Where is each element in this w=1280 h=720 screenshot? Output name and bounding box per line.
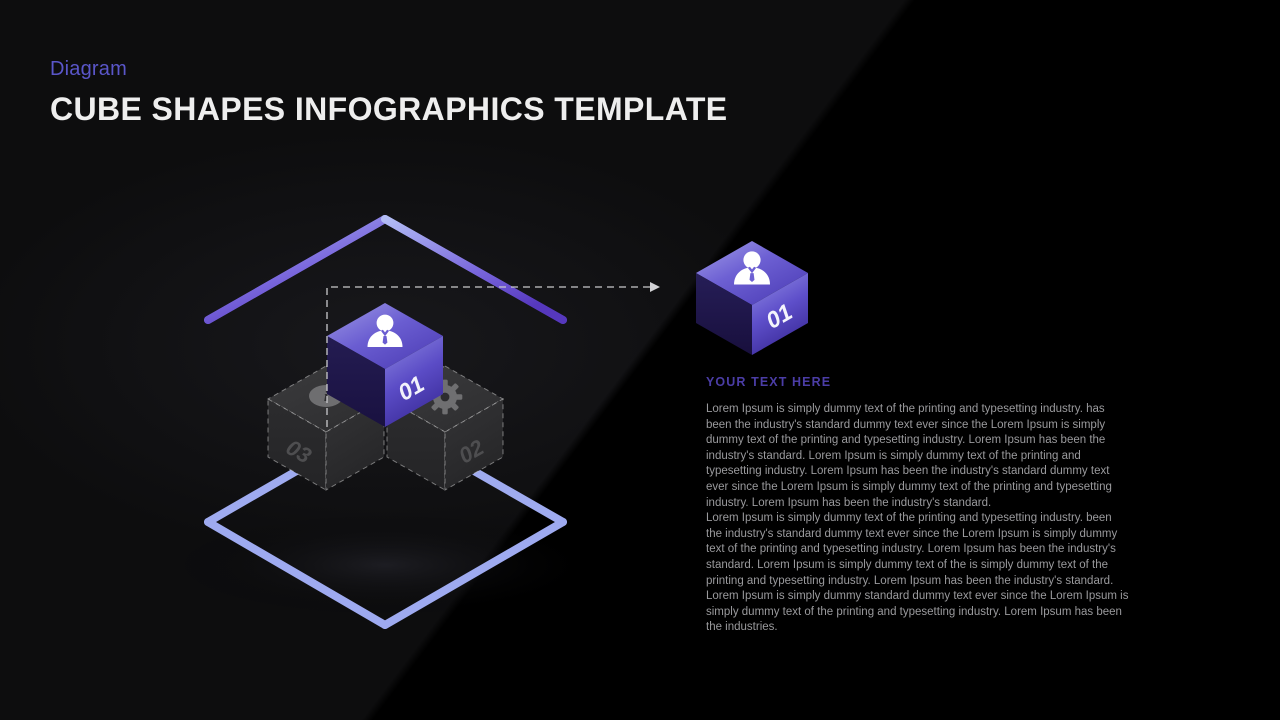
businessman-icon — [367, 314, 403, 347]
connector-arrowhead — [650, 282, 660, 292]
wireframe-outer-hexagon — [204, 215, 567, 629]
cube-02-left-face — [386, 398, 446, 491]
cube-01[interactable]: 01 — [327, 303, 443, 427]
cube-01-left-face — [327, 336, 385, 427]
panel-paragraph-1: Lorem Ipsum is simply dummy text of the … — [706, 403, 1112, 509]
panel-body: Lorem Ipsum is simply dummy text of the … — [706, 402, 1130, 636]
panel-paragraph-2: Lorem Ipsum is simply dummy text of the … — [706, 512, 1129, 634]
callout-cube-right-face — [752, 273, 808, 355]
cube-01-right-face — [385, 336, 443, 427]
panel-heading: YOUR TEXT HERE — [706, 375, 832, 389]
callout-cube-left-face — [696, 273, 752, 355]
page-eyebrow: Diagram — [50, 58, 127, 80]
page-title: CUBE SHAPES INFOGRAPHICS TEMPLATE — [50, 91, 728, 127]
cube-03-left-face — [267, 398, 327, 491]
cube-02-right-face — [444, 398, 504, 491]
cube-03-right-face — [325, 398, 385, 491]
callout-cube-01[interactable]: 01 — [695, 232, 825, 357]
businessman-icon — [734, 251, 770, 285]
cube-diagram: i 03 — [170, 215, 660, 629]
